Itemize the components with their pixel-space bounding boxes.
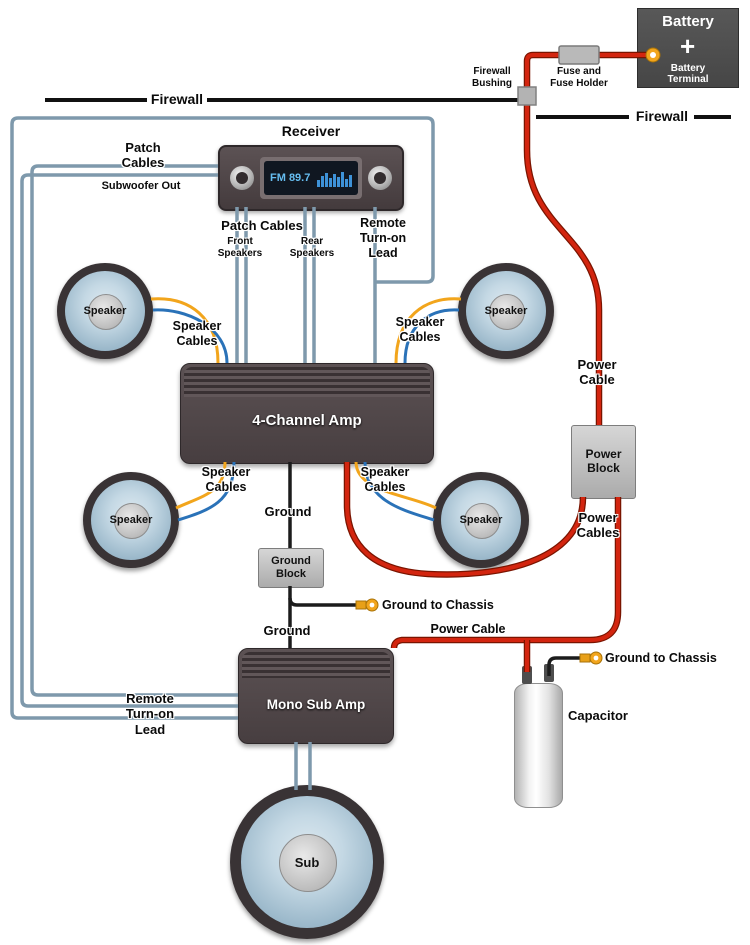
spectrum-bar (345, 179, 348, 187)
amp-heatsink-fins (242, 652, 390, 678)
spectrum-bar (349, 175, 352, 187)
sub-dustcap (279, 834, 337, 892)
battery-terminal-label: Battery Terminal (667, 63, 709, 85)
spectrum-bar (329, 178, 332, 187)
speaker-label: Speaker (109, 514, 153, 526)
battery-box: Battery + Battery Terminal (637, 8, 739, 88)
spectrum-bar (333, 174, 336, 187)
ground-block: Ground Block (258, 548, 324, 588)
battery-plus-symbol: + (680, 31, 696, 61)
spectrum-bar (321, 176, 324, 187)
spectrum-bar (325, 173, 328, 187)
mono-sub-amp-label: Mono Sub Amp (266, 697, 366, 712)
receiver-screen: FM 89.7 (264, 161, 358, 195)
spectrum-bar (337, 177, 340, 187)
receiver: FM 89.7 (218, 145, 404, 211)
amp-heatsink-fins (184, 367, 430, 397)
speaker-front-right: Speaker (458, 263, 554, 359)
sub-label: Sub (294, 854, 320, 870)
speaker-front-left: Speaker (57, 263, 153, 359)
spectrum-bar (317, 180, 320, 187)
tuning-knob-icon (368, 166, 392, 190)
speaker-label: Speaker (484, 305, 528, 317)
four-channel-amp-label: 4-Channel Amp (252, 412, 362, 429)
mono-sub-amp: Mono Sub Amp (238, 648, 394, 744)
power-block: Power Block (571, 425, 636, 499)
spectrum-bar (341, 172, 344, 187)
speaker-rear-right: Speaker (433, 472, 529, 568)
capacitor (514, 683, 563, 808)
volume-knob-icon (230, 166, 254, 190)
speaker-label: Speaker (459, 514, 503, 526)
receiver-display: FM 89.7 (260, 157, 362, 199)
subwoofer: Sub (230, 785, 384, 939)
speaker-rear-left: Speaker (83, 472, 179, 568)
spectrum-bars (317, 169, 352, 187)
four-channel-amp: 4-Channel Amp (180, 363, 434, 464)
speaker-label: Speaker (83, 305, 127, 317)
fm-frequency: FM 89.7 (270, 172, 311, 184)
battery-title: Battery (662, 13, 714, 30)
